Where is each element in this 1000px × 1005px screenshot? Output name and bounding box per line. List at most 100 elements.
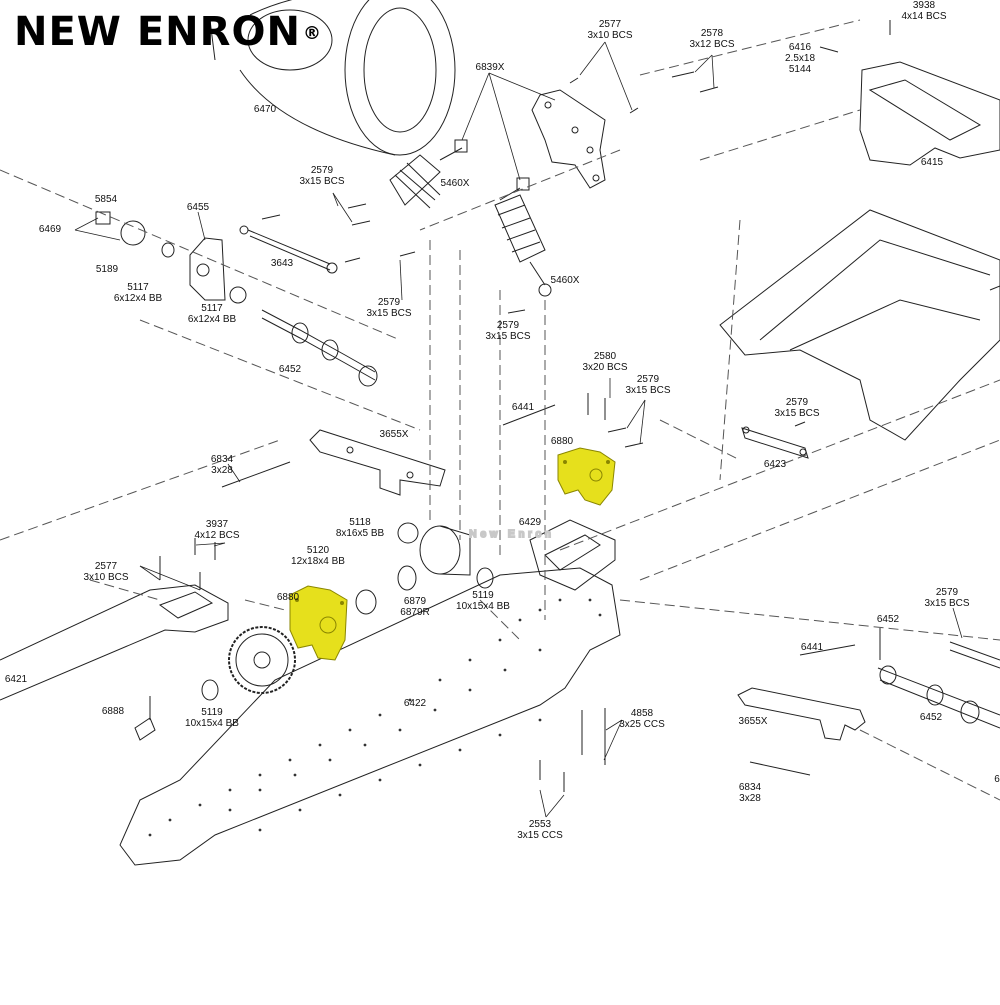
chassis-hole: [378, 713, 382, 717]
part-label-line: 6: [994, 774, 1000, 785]
chassis-hole: [258, 773, 262, 777]
rear-bumper-6415: [859, 61, 1000, 166]
part-label-line: 6455: [187, 202, 210, 213]
part-label-line: 6x12x4 BB: [114, 293, 163, 304]
part-label-6423: 6423: [764, 459, 787, 470]
driveshaft-6452-front: [877, 641, 1000, 729]
part-label-line: 6470: [254, 104, 277, 115]
part-label-line: 6429: [519, 517, 542, 528]
chassis-hole: [433, 708, 437, 712]
part-label-6888: 6888: [102, 706, 125, 717]
chassis-hole: [458, 748, 462, 752]
chassis-hole: [518, 618, 522, 622]
part-label-line: 3x15 BCS: [366, 308, 411, 319]
part-label-line: 6452: [279, 364, 302, 375]
part-label-line: 10x15x4 BB: [456, 601, 510, 612]
brand-name: NEW ENRON: [14, 9, 301, 55]
differential-assembly: [355, 522, 494, 615]
callout-leaders: [74, 41, 963, 818]
bolts-and-screws: [149, 20, 1000, 792]
chassis-hole: [338, 793, 342, 797]
shock-absorber-bottom: [494, 177, 552, 297]
brand-logo: NEW ENRON®: [14, 8, 322, 56]
chassis-hole: [293, 773, 297, 777]
part-label-line: 2579: [637, 374, 660, 385]
part-label-line: 5144: [789, 64, 812, 75]
registered-mark: ®: [302, 23, 322, 44]
part-label-line: 3x12 BCS: [689, 39, 734, 50]
part-label-6edge: 6: [994, 774, 1000, 785]
part-label-line: 4x12 BCS: [194, 530, 239, 541]
part-label-line: 2579: [936, 587, 959, 598]
part-label-line: 3x15 CCS: [517, 830, 563, 841]
assembly-guide-lines: [0, 19, 1000, 801]
part-label-line: 6441: [801, 642, 824, 653]
chassis-hole: [438, 678, 442, 682]
part-label-line: 6416: [789, 42, 812, 53]
rear-wing-body: [719, 209, 1000, 441]
part-label-line: 6880: [277, 592, 300, 603]
part-label-line: 6880: [551, 436, 574, 447]
part-label-line: 3x25 CCS: [619, 719, 665, 730]
part-label-line: 3655X: [739, 716, 768, 727]
part-label-line: 6415: [921, 157, 944, 168]
part-label-3655xb: 3655X: [739, 716, 768, 727]
part-label-line: 2577: [599, 19, 622, 30]
part-label-5460xa: 5460X: [441, 178, 470, 189]
chassis-hole: [498, 733, 502, 737]
part-label-line: 6452: [920, 712, 943, 723]
rear-hub-carrier: [95, 211, 247, 304]
chassis-hole: [503, 668, 507, 672]
part-label-6880a: 6880: [551, 436, 574, 447]
part-label-6429: 6429: [519, 517, 542, 528]
chassis-hole: [168, 818, 172, 822]
part-label-line: 3x28: [211, 465, 233, 476]
part-label-line: 8x16x5 BB: [336, 528, 385, 539]
part-label-line: 5120: [307, 545, 330, 556]
part-label-line: 3x15 BCS: [625, 385, 670, 396]
part-label-line: 6441: [512, 402, 535, 413]
shock-tower-part: [531, 89, 606, 189]
part-label-line: 5460X: [441, 178, 470, 189]
part-label-line: 4858: [631, 708, 654, 719]
part-label-line: 5119: [472, 590, 494, 601]
chassis-hole: [468, 688, 472, 692]
part-label-line: 5189: [96, 264, 119, 275]
chassis-hole: [538, 608, 542, 612]
part-label-line: 2.5x18: [785, 53, 815, 64]
tire-part: [209, 0, 456, 156]
part-label-3655xa: 3655X: [380, 429, 409, 440]
part-label-line: 3x10 BCS: [587, 30, 632, 41]
part-label-line: 2577: [95, 561, 118, 572]
part-label-line: 2579: [497, 320, 520, 331]
chassis-hole: [378, 778, 382, 782]
part-label-line: 5117: [127, 282, 149, 293]
part-label-line: 6839X: [476, 62, 505, 73]
part-label-3643: 3643: [271, 258, 294, 269]
part-label-line: 6469: [39, 224, 62, 235]
part-label-line: 10x15x4 BB: [185, 718, 239, 729]
part-label-line: 2579: [311, 165, 334, 176]
part-label-line: 6834: [739, 782, 762, 793]
chassis-hole: [298, 808, 302, 812]
part-label-line: 3x10 BCS: [83, 572, 128, 583]
part-label-line: 5854: [95, 194, 118, 205]
highlighted-part-6880-upper: [557, 447, 616, 506]
part-label-line: 5118: [349, 517, 371, 528]
chassis-hole: [398, 728, 402, 732]
part-label-6470: 6470: [254, 104, 277, 115]
part-label-line: 6879: [404, 596, 427, 607]
watermark: New Enron: [468, 528, 551, 541]
part-label-line: 2580: [594, 351, 617, 362]
part-label-line: 6422: [404, 698, 427, 709]
part-label-line: 5460X: [551, 275, 580, 286]
